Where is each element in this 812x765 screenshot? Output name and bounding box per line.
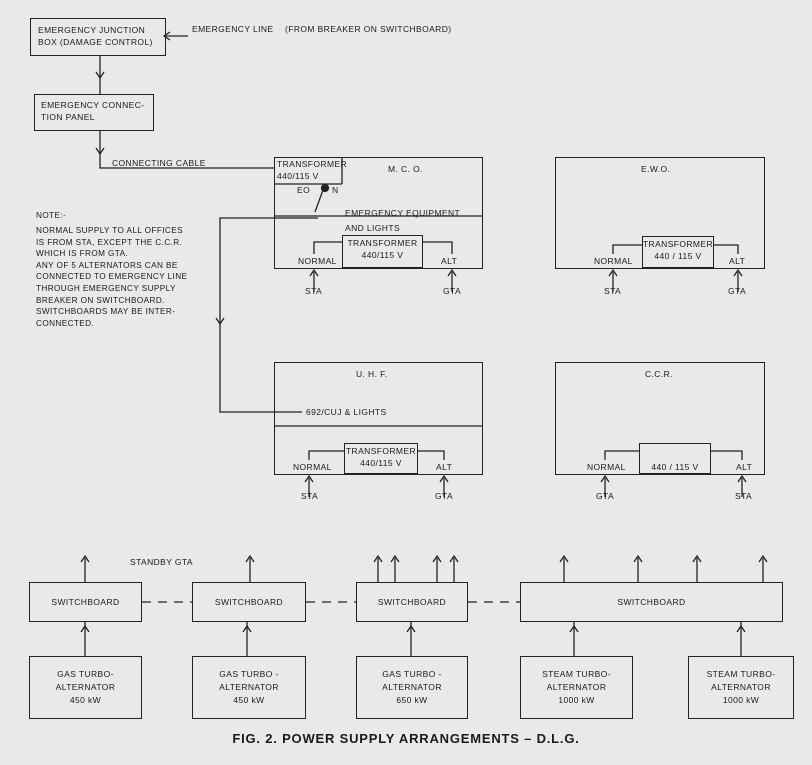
uhf-load-label: 692/CUJ & LIGHTS: [306, 407, 387, 417]
mco-emergency-equipment: EMERGENCY EQUIPMENT AND LIGHTS: [345, 208, 461, 233]
emergency-junction-box: [30, 18, 166, 56]
ewo-title: E.W.O.: [641, 164, 671, 174]
alternator-3: [356, 656, 468, 719]
ccr-title: C.C.R.: [645, 369, 673, 379]
ewo-transformer-label: TRANSFORMER 440 / 115 V: [642, 239, 714, 261]
from-breaker-label: (FROM BREAKER ON SWITCHBOARD): [285, 24, 452, 34]
connection-panel-label: EMERGENCY CONNEC- TION PANEL: [41, 100, 145, 122]
switchboard-2: [192, 582, 306, 622]
ewo-normal-label: NORMAL: [594, 256, 633, 266]
switchboard-4: [520, 582, 783, 622]
ewo-alt-source: GTA: [728, 286, 747, 296]
uhf-normal-label: NORMAL: [293, 462, 332, 472]
ewo-normal-source: STA: [604, 286, 622, 296]
mco-upper-transformer: TRANSFORMER 440/115 V: [277, 159, 348, 181]
ccr-alt-label: ALT: [736, 462, 753, 472]
connecting-cable-label: CONNECTING CABLE: [112, 158, 206, 168]
uhf-alt-label: ALT: [436, 462, 453, 472]
mco-normal-label: NORMAL: [298, 256, 337, 266]
alternator-5-label: STEAM TURBO- ALTERNATOR 1000 kW: [706, 669, 776, 705]
ccr-office-box: [555, 362, 765, 475]
alternator-1-label: GAS TURBO- ALTERNATOR 450 kW: [55, 669, 116, 705]
switchboard-3-label: SWITCHBOARD: [377, 597, 447, 607]
mco-alt-source: GTA: [443, 286, 462, 296]
switchboard-4-label: SWITCHBOARD: [617, 597, 686, 607]
mco-title: M. C. O.: [388, 164, 423, 174]
figure-caption: FIG. 2. POWER SUPPLY ARRANGEMENTS – D.L.…: [232, 731, 580, 746]
mco-transformer-box: [342, 235, 423, 268]
uhf-normal-source: STA: [301, 491, 319, 501]
emergency-line-label: EMERGENCY LINE: [192, 24, 274, 34]
emergency-connection-panel: [34, 94, 154, 131]
alternator-4: [520, 656, 633, 719]
ccr-normal-source: GTA: [596, 491, 615, 501]
note-heading: NOTE:-: [36, 211, 67, 220]
switchboard-1-label: SWITCHBOARD: [51, 597, 120, 607]
alternator-1: [29, 656, 142, 719]
note-text: NORMAL SUPPLY TO ALL OFFICES IS FROM STA…: [36, 226, 188, 328]
uhf-title: U. H. F.: [356, 369, 388, 379]
mco-alt-label: ALT: [441, 256, 458, 266]
uhf-office-box: [274, 362, 483, 475]
ccr-transformer-label: 440 / 115 V: [651, 462, 699, 472]
switchboard-3: [356, 582, 468, 622]
ewo-alt-label: ALT: [729, 256, 746, 266]
mco-n-label: N: [332, 185, 339, 195]
mco-transformer-label: TRANSFORMER 440/115 V: [347, 238, 418, 260]
uhf-alt-source: GTA: [435, 491, 454, 501]
standby-gta-label: STANDBY GTA: [130, 557, 193, 567]
mco-normal-source: STA: [305, 286, 323, 296]
alternator-2: [192, 656, 306, 719]
mco-office-box: [274, 157, 483, 269]
uhf-transformer-label: TRANSFORMER 440/115 V: [345, 446, 417, 468]
uhf-transformer-box: [344, 443, 418, 474]
switchboard-1: [29, 582, 142, 622]
ewo-office-box: [555, 157, 765, 269]
mco-eo-label: EO: [297, 185, 311, 195]
junction-box-label: EMERGENCY JUNCTION BOX (DAMAGE CONTROL): [38, 25, 153, 47]
ewo-transformer-box: [642, 236, 714, 268]
alternator-5: [688, 656, 794, 719]
alternator-2-label: GAS TURBO - ALTERNATOR 450 kW: [219, 669, 279, 705]
ccr-normal-label: NORMAL: [587, 462, 626, 472]
ccr-alt-source: STA: [735, 491, 753, 501]
ccr-transformer-box: [639, 443, 711, 474]
alternator-4-label: STEAM TURBO- ALTERNATOR 1000 kW: [542, 669, 611, 705]
alternator-3-label: GAS TURBO - ALTERNATOR 650 kW: [382, 669, 442, 705]
switchboard-2-label: SWITCHBOARD: [214, 597, 284, 607]
